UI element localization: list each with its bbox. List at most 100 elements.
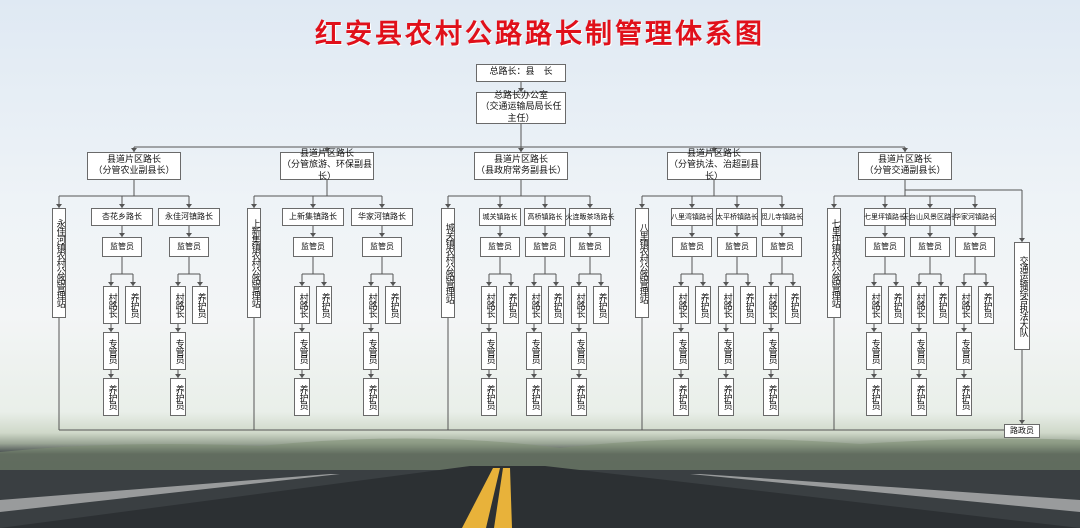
town-box-1: 永佳河镇路长 [158, 208, 220, 226]
station-box-0: 永佳河镇农村公路管理站 [52, 208, 66, 318]
arrow-head [768, 328, 774, 332]
specialist-box-5: 专管员 [526, 332, 542, 370]
town-box-6: 火连畈茶场路长 [566, 208, 615, 226]
arrow-head [723, 328, 729, 332]
arrow-head [368, 328, 374, 332]
arrow-head [390, 282, 396, 286]
specialist-box-4: 专管员 [481, 332, 497, 370]
arrow-head [734, 204, 740, 208]
arrow-head [175, 282, 181, 286]
village-head-box-10: 村路长 [866, 286, 882, 324]
district-box-0-line1: 县道片区路长 [106, 154, 161, 165]
arrow-head [598, 282, 604, 286]
arrow-head [186, 204, 192, 208]
arrow-head [175, 374, 181, 378]
maintainer-box-8: 养护员 [740, 286, 756, 324]
arrow-head [379, 204, 385, 208]
arrow-head [587, 204, 593, 208]
town-box-8: 太平桥镇路长 [716, 208, 758, 226]
arrow-head [486, 374, 492, 378]
supervisor-box-10: 监管员 [865, 237, 905, 257]
arrow-head [882, 233, 888, 237]
arrow-head [587, 233, 593, 237]
arrow-head [972, 204, 978, 208]
supervisor-box-2: 监管员 [293, 237, 333, 257]
maintainer-box-5: 养护员 [548, 286, 564, 324]
town-box-4: 城关镇路长 [479, 208, 521, 226]
maintainer2-box-10: 养护员 [866, 378, 882, 416]
arrow-head [531, 328, 537, 332]
village-head-box-11: 村路长 [911, 286, 927, 324]
district-box-4-line1: 县道片区路长 [877, 154, 932, 165]
village-head-box-5: 村路长 [526, 286, 542, 324]
station-box-1: 上新集镇农村公路管理站 [247, 208, 261, 318]
arrow-head [542, 204, 548, 208]
arrow-head [108, 328, 114, 332]
maintainer-box-6: 养护员 [593, 286, 609, 324]
maintainer-box-10: 养护员 [888, 286, 904, 324]
arrow-head [197, 282, 203, 286]
arrow-head [902, 148, 908, 152]
specialist-box-0: 专管员 [103, 332, 119, 370]
specialist-box-6: 专管员 [571, 332, 587, 370]
town-box-10: 七里坪镇路长 [864, 208, 906, 226]
maintainer-box-3: 养护员 [385, 286, 401, 324]
arrow-head [961, 328, 967, 332]
arrow-head [497, 233, 503, 237]
supervisor-box-0: 监管员 [102, 237, 142, 257]
arrow-head [871, 282, 877, 286]
arrow-head [700, 282, 706, 286]
supervisor-box-3: 监管员 [362, 237, 402, 257]
arrow-head [251, 204, 257, 208]
arrow-head [711, 148, 717, 152]
maintainer-box-9: 养护员 [785, 286, 801, 324]
arrow-head [553, 282, 559, 286]
arrow-head [678, 328, 684, 332]
supervisor-box-7: 监管员 [672, 237, 712, 257]
root-box: 总路长：县 长 [476, 64, 566, 82]
arrow-head [972, 233, 978, 237]
specialist-box-12: 专管员 [956, 332, 972, 370]
arrow-head [321, 282, 327, 286]
arrow-head [324, 148, 330, 152]
office-box-line1: 总路长办公室 [493, 91, 548, 102]
arrow-head [639, 204, 645, 208]
district-box-0: 县道片区路长（分管农业副县长） [87, 152, 181, 180]
town-box-2: 上新集镇路长 [282, 208, 344, 226]
arrow-head [768, 374, 774, 378]
district-box-4: 县道片区路长（分管交通副县长） [858, 152, 952, 180]
arrow-head [379, 233, 385, 237]
arrow-head [916, 374, 922, 378]
maintainer2-box-1: 养护员 [170, 378, 186, 416]
station-box-3: 八里镇农村公路管理站 [635, 208, 649, 318]
district-box-3: 县道片区路长（分管执法、治超副县长） [667, 149, 761, 182]
arrow-head [734, 233, 740, 237]
arrow-head [576, 282, 582, 286]
maintainer-box-11: 养护员 [933, 286, 949, 324]
arrow-head [175, 328, 181, 332]
village-head-box-6: 村路长 [571, 286, 587, 324]
district-box-2-line2: （县政府常务副县长） [475, 166, 566, 176]
arrow-head [916, 328, 922, 332]
specialist-box-11: 专管员 [911, 332, 927, 370]
arrow-head [56, 204, 62, 208]
arrow-head [689, 233, 695, 237]
arrow-head [542, 233, 548, 237]
village-head-box-7: 村路长 [673, 286, 689, 324]
road-admin-box: 路政员 [1004, 424, 1040, 438]
maintainer-box-0: 养护员 [125, 286, 141, 324]
supervisor-box-6: 监管员 [570, 237, 610, 257]
specialist-box-7: 专管员 [673, 332, 689, 370]
supervisor-box-11: 监管员 [910, 237, 950, 257]
arrow-head [119, 233, 125, 237]
arrow-head [531, 374, 537, 378]
specialist-box-8: 专管员 [718, 332, 734, 370]
village-head-box-3: 村路长 [363, 286, 379, 324]
district-box-3-line2: （分管执法、治超副县长） [668, 160, 759, 182]
arrow-head [299, 374, 305, 378]
arrow-head [486, 328, 492, 332]
arrow-head [108, 282, 114, 286]
